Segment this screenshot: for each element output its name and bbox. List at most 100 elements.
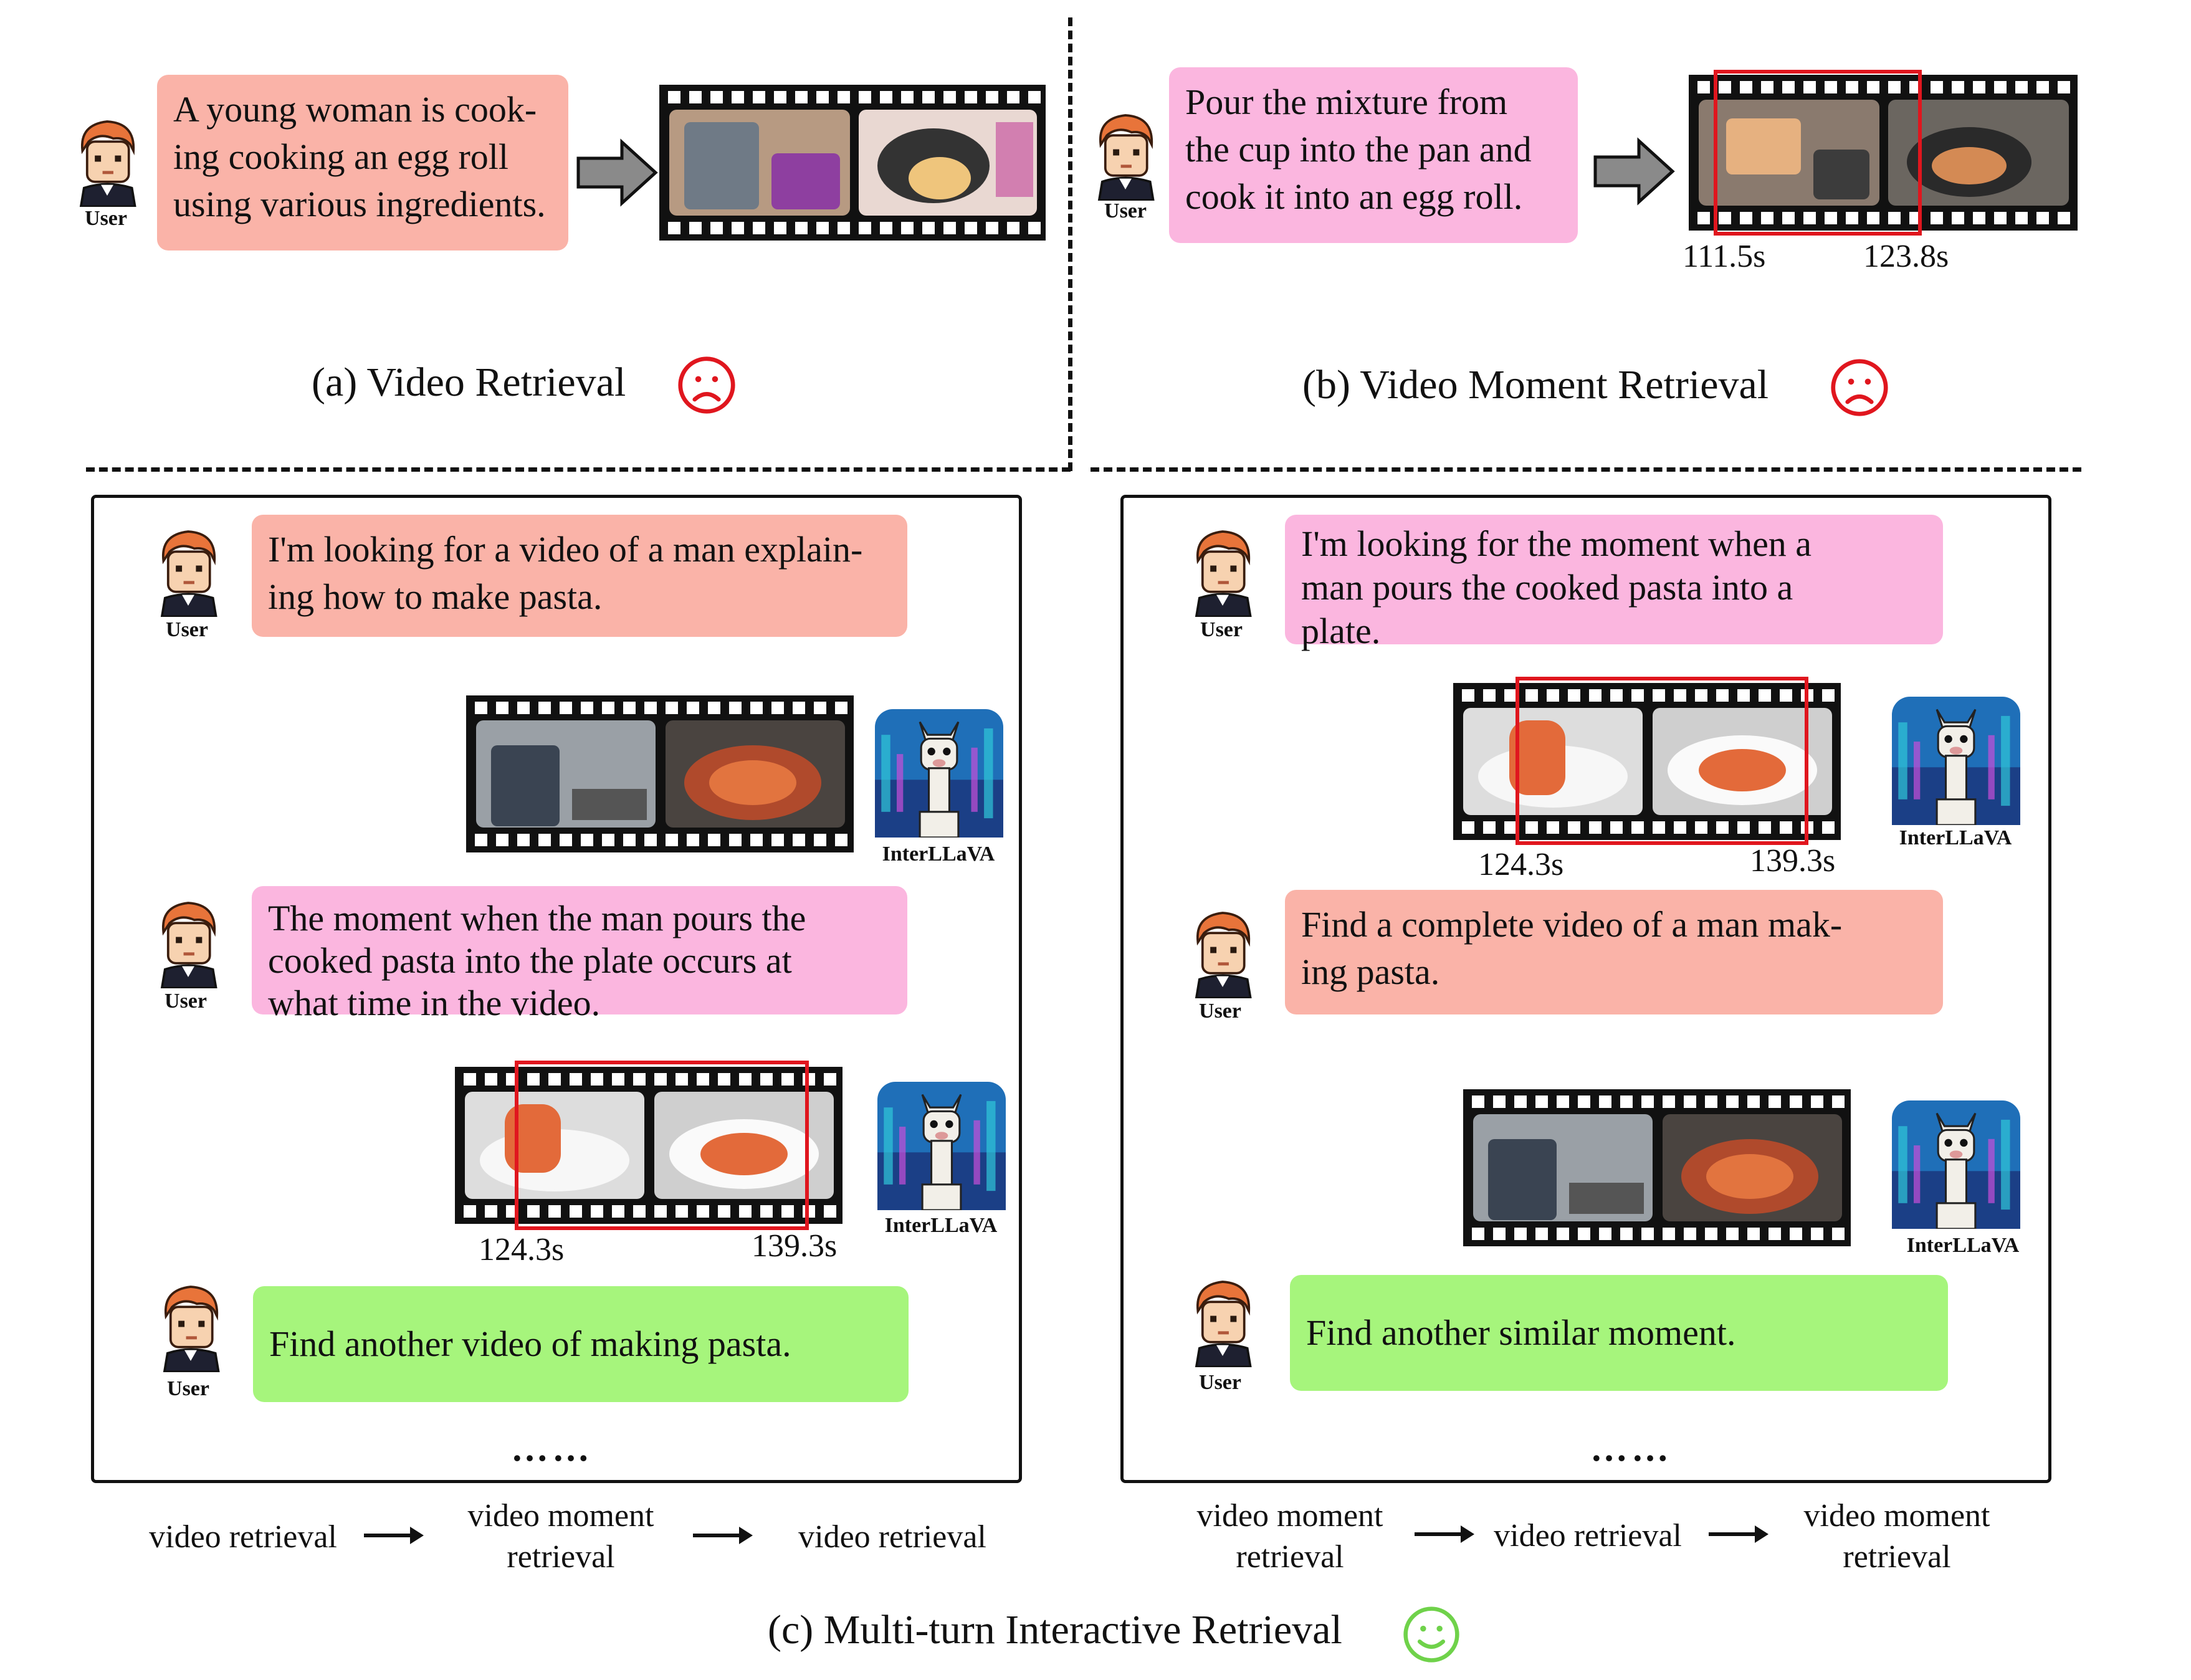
sprocket-hole	[1867, 81, 1879, 93]
sprocket-hole	[689, 91, 702, 103]
sprocket-hole	[1504, 689, 1517, 702]
query-bubble-c-right-2: Find a complete video of a man mak- ing …	[1285, 890, 1943, 1014]
sprocket-hole	[1641, 1095, 1654, 1108]
query-bubble-c-left-2: The moment when the man pours the cooked…	[252, 886, 907, 1023]
sprocket-hole	[1578, 1095, 1590, 1108]
sprocket-hole	[1952, 81, 1964, 93]
sprocket-hole	[464, 1205, 476, 1218]
sprocket-hole	[1705, 1095, 1717, 1108]
sprocket-hole	[1462, 689, 1474, 702]
sprocket-hole	[1769, 1095, 1781, 1108]
timestamp-end: 123.8s	[1863, 239, 1949, 274]
sprocket-hole	[538, 834, 551, 846]
sprocket-hole	[739, 1073, 752, 1086]
film-strip-c-right-1	[1453, 683, 1841, 840]
sprocket-hole	[654, 1073, 667, 1086]
sprocket-hole	[1761, 81, 1773, 93]
timestamp-start: 124.3s	[1478, 847, 1564, 882]
sprocket-hole	[689, 222, 702, 234]
query-line: ing how to make pasta.	[268, 576, 603, 617]
sprocket-hole	[1790, 1228, 1802, 1240]
panel-c-left-frame	[91, 495, 1022, 1483]
user-avatar-icon	[1184, 1274, 1261, 1367]
sprocket-hole	[570, 1205, 582, 1218]
query-line: Find a complete video of a man mak-	[1301, 904, 1843, 945]
sprocket-hole	[835, 702, 847, 714]
divider-horizontal-right	[1091, 467, 2081, 472]
sprocket-hole	[1931, 212, 1943, 224]
sprocket-hole	[697, 1073, 709, 1086]
sprocket-hole	[1610, 821, 1623, 834]
sprocket-hole	[475, 834, 487, 846]
sprocket-hole	[2058, 81, 2070, 93]
sprocket-hole	[623, 834, 636, 846]
sprocket-hole	[1483, 821, 1496, 834]
sprocket-hole	[1599, 1228, 1611, 1240]
query-line: cooked pasta into the plate occurs at	[268, 940, 792, 981]
sprocket-hole	[1780, 821, 1792, 834]
interllava-avatar-icon	[877, 1082, 1006, 1210]
user-label: User	[165, 990, 207, 1013]
sprocket-hole	[859, 222, 871, 234]
film-strip-a	[659, 85, 1046, 241]
query-line: ing pasta.	[1301, 952, 1440, 992]
sprocket-hole	[1761, 212, 1773, 224]
timestamp-end: 139.3s	[752, 1228, 838, 1264]
sprocket-hole	[1007, 91, 1019, 103]
sprocket-hole	[668, 91, 680, 103]
sprocket-hole	[496, 702, 508, 714]
sprocket-hole	[1472, 1095, 1484, 1108]
sprocket-hole	[710, 222, 723, 234]
sprocket-hole	[1557, 1228, 1569, 1240]
sprocket-hole	[1737, 689, 1750, 702]
sprocket-hole	[1737, 821, 1750, 834]
sprocket-hole	[1653, 689, 1665, 702]
sprocket-hole	[1483, 689, 1496, 702]
query-line: Find another similar moment.	[1306, 1312, 1736, 1353]
query-line: I'm looking for the moment when a	[1301, 523, 1812, 564]
sprocket-hole	[496, 834, 508, 846]
sprocket-hole	[1568, 821, 1580, 834]
sprocket-hole	[965, 91, 977, 103]
query-line: A young woman is cook-	[173, 89, 537, 130]
sprocket-hole	[1973, 212, 1985, 224]
sprocket-hole	[922, 222, 935, 234]
sprocket-hole	[1525, 821, 1538, 834]
sprocket-hole	[1811, 1095, 1823, 1108]
sprocket-hole	[1663, 1228, 1675, 1240]
sprocket-hole	[880, 222, 892, 234]
query-line: Pour the mixture from	[1185, 82, 1508, 122]
sprocket-hole	[781, 1205, 794, 1218]
sprocket-hole	[1994, 81, 2007, 93]
sprocket-hole	[901, 222, 914, 234]
sprocket-hole	[517, 702, 530, 714]
sprocket-hole	[1599, 1095, 1611, 1108]
arrow-icon	[693, 1527, 753, 1544]
flow-step: video retrieval	[149, 1519, 337, 1555]
sprocket-hole	[666, 834, 678, 846]
sprocket-hole	[2058, 212, 2070, 224]
flow-step: video retrieval	[1494, 1518, 1682, 1554]
sprocket-hole	[922, 91, 935, 103]
query-bubble-c-right-3: Find another similar moment.	[1290, 1275, 1948, 1391]
sprocket-hole	[718, 1073, 730, 1086]
sprocket-hole	[943, 91, 956, 103]
sprocket-hole	[538, 702, 551, 714]
sprocket-hole	[633, 1073, 646, 1086]
sprocket-hole	[1846, 81, 1858, 93]
sprocket-hole	[781, 1073, 794, 1086]
sprocket-hole	[1535, 1228, 1548, 1240]
sprocket-hole	[2036, 81, 2049, 93]
interllava-avatar-icon	[1892, 697, 2020, 825]
sprocket-hole	[1653, 821, 1665, 834]
sprocket-hole	[1547, 689, 1559, 702]
sprocket-hole	[675, 1073, 688, 1086]
flow-line: retrieval	[507, 1539, 615, 1575]
sprocket-hole	[708, 702, 720, 714]
sprocket-hole	[760, 1205, 773, 1218]
sprocket-hole	[570, 1073, 582, 1086]
sprocket-hole	[1674, 689, 1686, 702]
query-line: what time in the video.	[268, 983, 601, 1023]
timestamp-start: 111.5s	[1683, 239, 1766, 274]
sprocket-hole	[729, 834, 742, 846]
